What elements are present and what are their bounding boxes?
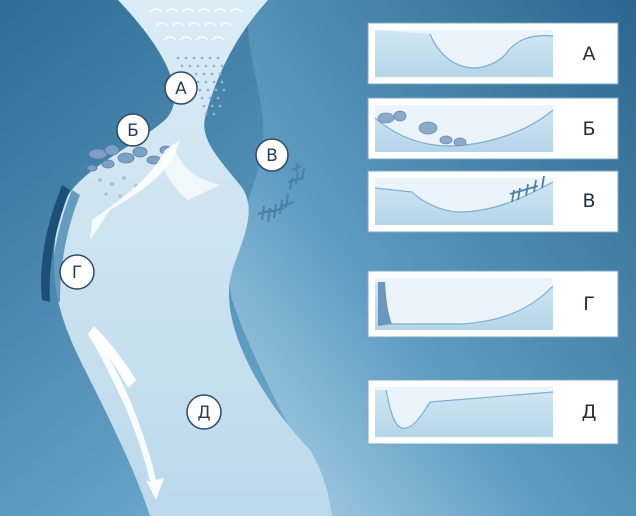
cross-section-d: Д [368,380,618,444]
river-marker-v: В [256,139,288,171]
river-marker-a-label: А [175,79,187,99]
cross-section-d-label: Д [582,401,597,423]
river-marker-d-label: Д [197,403,210,423]
river-marker-b: Б [117,114,149,146]
cross-section-b: Б [368,98,618,159]
cross-section-a-label: А [583,43,596,65]
cross-section-g: Г [368,271,618,337]
river-marker-d: Д [187,395,221,429]
river-marker-g: Г [60,255,94,289]
cross-section-v: В [368,171,618,232]
river-marker-b-label: Б [127,121,139,141]
river-marker-v-label: В [266,146,278,166]
river-marker-g-label: Г [72,263,82,283]
cross-section-a: А [368,23,618,84]
cross-section-g-label: Г [583,293,595,315]
river-marker-a: А [165,72,197,104]
cross-section-b-label: Б [582,118,595,140]
cross-section-v-label: В [582,190,595,212]
